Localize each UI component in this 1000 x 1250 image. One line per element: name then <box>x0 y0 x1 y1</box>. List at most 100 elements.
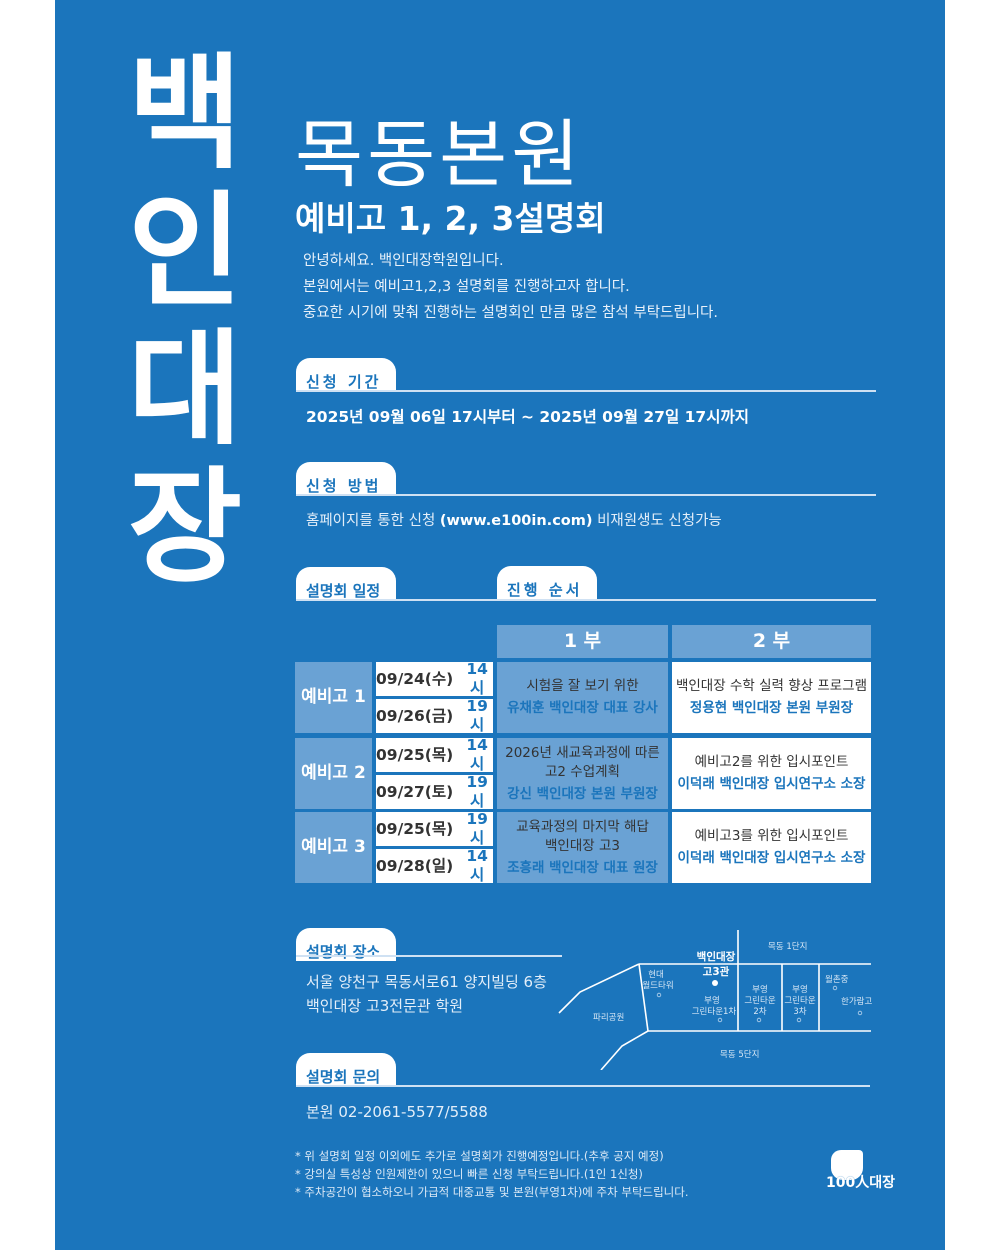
intro-text: 안녕하세요. 백인대장학원입니다. 본원에서는 예비고1,2,3 설명회를 진행… <box>303 248 718 326</box>
speaker: 강신 백인대장 본원 부원장 <box>507 785 658 802</box>
map-label: 그린타운 <box>784 995 815 1006</box>
date-text: 09/26(금) <box>376 706 454 725</box>
session-topic: 예비고2를 위한 입시포인트 <box>694 754 849 770</box>
header-part2: 2 부 <box>672 625 871 658</box>
time-text: 14시 <box>466 847 488 884</box>
session-topic: 시험을 잘 보기 위한 <box>526 678 639 694</box>
speaker: 조흥래 백인대장 대표 원장 <box>507 859 658 876</box>
map-label: 파리공원 <box>593 1013 624 1023</box>
section-tab-method: 신청 방법 <box>296 462 396 495</box>
location-map: 목동 1단지 현대 월드타워 파리공원 부영 그린타운1차 부영 그린타운 2차… <box>558 930 872 1070</box>
map-label: 그린타운 <box>744 995 775 1006</box>
brand-char: 장 <box>127 456 243 600</box>
date-text: 09/25(목) <box>376 745 454 764</box>
map-label: 부영 <box>752 984 768 995</box>
speaker: 이덕래 백인대장 입시연구소 소장 <box>677 850 866 866</box>
map-target-label: 백인대장 <box>697 950 736 963</box>
date-text: 09/25(목) <box>376 819 454 838</box>
speaker: 이덕래 백인대장 입시연구소 소장 <box>677 776 866 792</box>
map-label: 목동 1단지 <box>768 941 807 952</box>
session-topic: 백인대장 수학 실력 향상 프로그램 <box>675 678 868 694</box>
note-line: * 강의실 특성상 인원제한이 있으니 빠른 신청 부탁드립니다.(1인 1신청… <box>295 1167 643 1181</box>
map-label: 목동 5단지 <box>720 1049 759 1060</box>
map-label: 부영 <box>704 995 720 1006</box>
session-date: 09/25(목) 14시 <box>376 736 493 773</box>
group-label: 예비고 1 <box>295 662 372 733</box>
method-value: 홈페이지를 통한 신청 (www.e100in.com) 비재원생도 신청가능 <box>306 509 722 530</box>
divider <box>296 494 876 496</box>
time-text: 14시 <box>466 736 488 773</box>
section-tab-order: 진행 순서 <box>497 566 597 599</box>
session-topic: 백인대장 고3 <box>545 837 620 854</box>
header-part1: 1 부 <box>497 625 668 658</box>
speaker: 정용현 백인대장 본원 부원장 <box>689 700 854 716</box>
logo: 100人대장 <box>826 1150 896 1192</box>
notes: * 위 설명회 일정 이외에도 추가로 설명회가 진행예정입니다.(추후 공지 … <box>295 1147 689 1201</box>
group-label: 예비고 2 <box>295 738 372 809</box>
group-label: 예비고 3 <box>295 812 372 883</box>
poster: 백 인 대 장 목동본원 예비고 1, 2, 3설명회 안녕하세요. 백인대장학… <box>55 0 945 1250</box>
session-topic: 2026년 새교육과정에 따른 <box>505 744 660 761</box>
divider <box>296 955 562 957</box>
date-text: 09/28(일) <box>376 856 454 875</box>
section-tab-schedule: 설명회 일정 <box>296 567 396 600</box>
map-label: 3차 <box>793 1007 806 1017</box>
page-title: 예비고 1, 2, 3설명회 <box>295 199 606 238</box>
time-text: 14시 <box>466 660 488 697</box>
intro-line: 안녕하세요. 백인대장학원입니다. <box>303 253 504 269</box>
brand-char: 인 <box>127 180 243 324</box>
session-date: 09/27(토) 19시 <box>376 773 493 810</box>
intro-line: 본원에서는 예비고1,2,3 설명회를 진행하고자 합니다. <box>303 279 630 295</box>
speaker: 유채훈 백인대장 대표 강사 <box>507 700 658 716</box>
group-name: 예비고 1 <box>301 687 366 707</box>
date-text: 09/27(토) <box>376 782 454 801</box>
location-address: 서울 양천구 목동서로61 양지빌딩 6층 백인대장 고3전문관 학원 <box>306 970 547 1018</box>
period-value: 2025년 09월 06일 17시부터 ~ 2025년 09월 27일 17시까… <box>306 408 749 426</box>
logo-text: 100人대장 <box>826 1175 895 1191</box>
section-tab-period: 신청 기간 <box>296 358 396 391</box>
map-label: 월드타워 <box>642 980 673 991</box>
time-text: 19시 <box>466 810 488 847</box>
logo-mark-icon <box>831 1150 863 1180</box>
campus-name: 목동본원 <box>295 112 584 198</box>
divider <box>296 390 876 392</box>
map-target-label: 고3관 <box>703 965 730 978</box>
contact-phone: 본원 02-2061-5577/5588 <box>306 1103 488 1121</box>
map-label: 월촌중 <box>825 974 849 985</box>
session-date: 09/25(목) 19시 <box>376 810 493 847</box>
session-topic: 교육과정의 마지막 해답 <box>516 818 649 835</box>
group-name: 예비고 3 <box>301 837 366 857</box>
divider <box>296 599 876 601</box>
session-date: 09/26(금) 19시 <box>376 697 493 734</box>
method-text: 홈페이지를 통한 신청 <box>306 513 440 529</box>
note-line: * 위 설명회 일정 이외에도 추가로 설명회가 진행예정입니다.(추후 공지 … <box>295 1149 664 1163</box>
session-date: 09/24(수) 14시 <box>376 660 493 697</box>
time-text: 19시 <box>466 773 488 810</box>
location-marker-icon <box>712 980 718 986</box>
session-date: 09/28(일) 14시 <box>376 847 493 884</box>
address-line: 서울 양천구 목동서로61 양지빌딩 6층 <box>306 973 547 991</box>
map-label: 현대 <box>648 970 664 980</box>
note-line: * 주차공간이 협소하오니 가급적 대중교통 및 본원(부영1차)에 주차 부탁… <box>295 1185 689 1199</box>
map-label: 그린타운1차 <box>692 1006 737 1017</box>
group-name: 예비고 2 <box>301 763 366 783</box>
divider <box>296 1085 870 1087</box>
website-link[interactable]: (www.e100in.com) <box>439 513 593 529</box>
map-label: 한가람고 <box>841 997 872 1007</box>
address-line: 백인대장 고3전문관 학원 <box>306 997 464 1015</box>
method-text: 비재원생도 신청가능 <box>592 513 722 529</box>
section-tab-contact: 설명회 문의 <box>296 1053 396 1086</box>
session-topic: 고2 수업계획 <box>545 763 620 780</box>
map-label: 부영 <box>792 984 808 995</box>
map-label: 2차 <box>753 1007 766 1017</box>
date-text: 09/24(수) <box>376 669 454 688</box>
brand-char: 대 <box>127 318 243 462</box>
time-text: 19시 <box>466 697 488 734</box>
intro-line: 중요한 시기에 맞춰 진행하는 설명회인 만큼 많은 참석 부탁드립니다. <box>303 305 718 321</box>
